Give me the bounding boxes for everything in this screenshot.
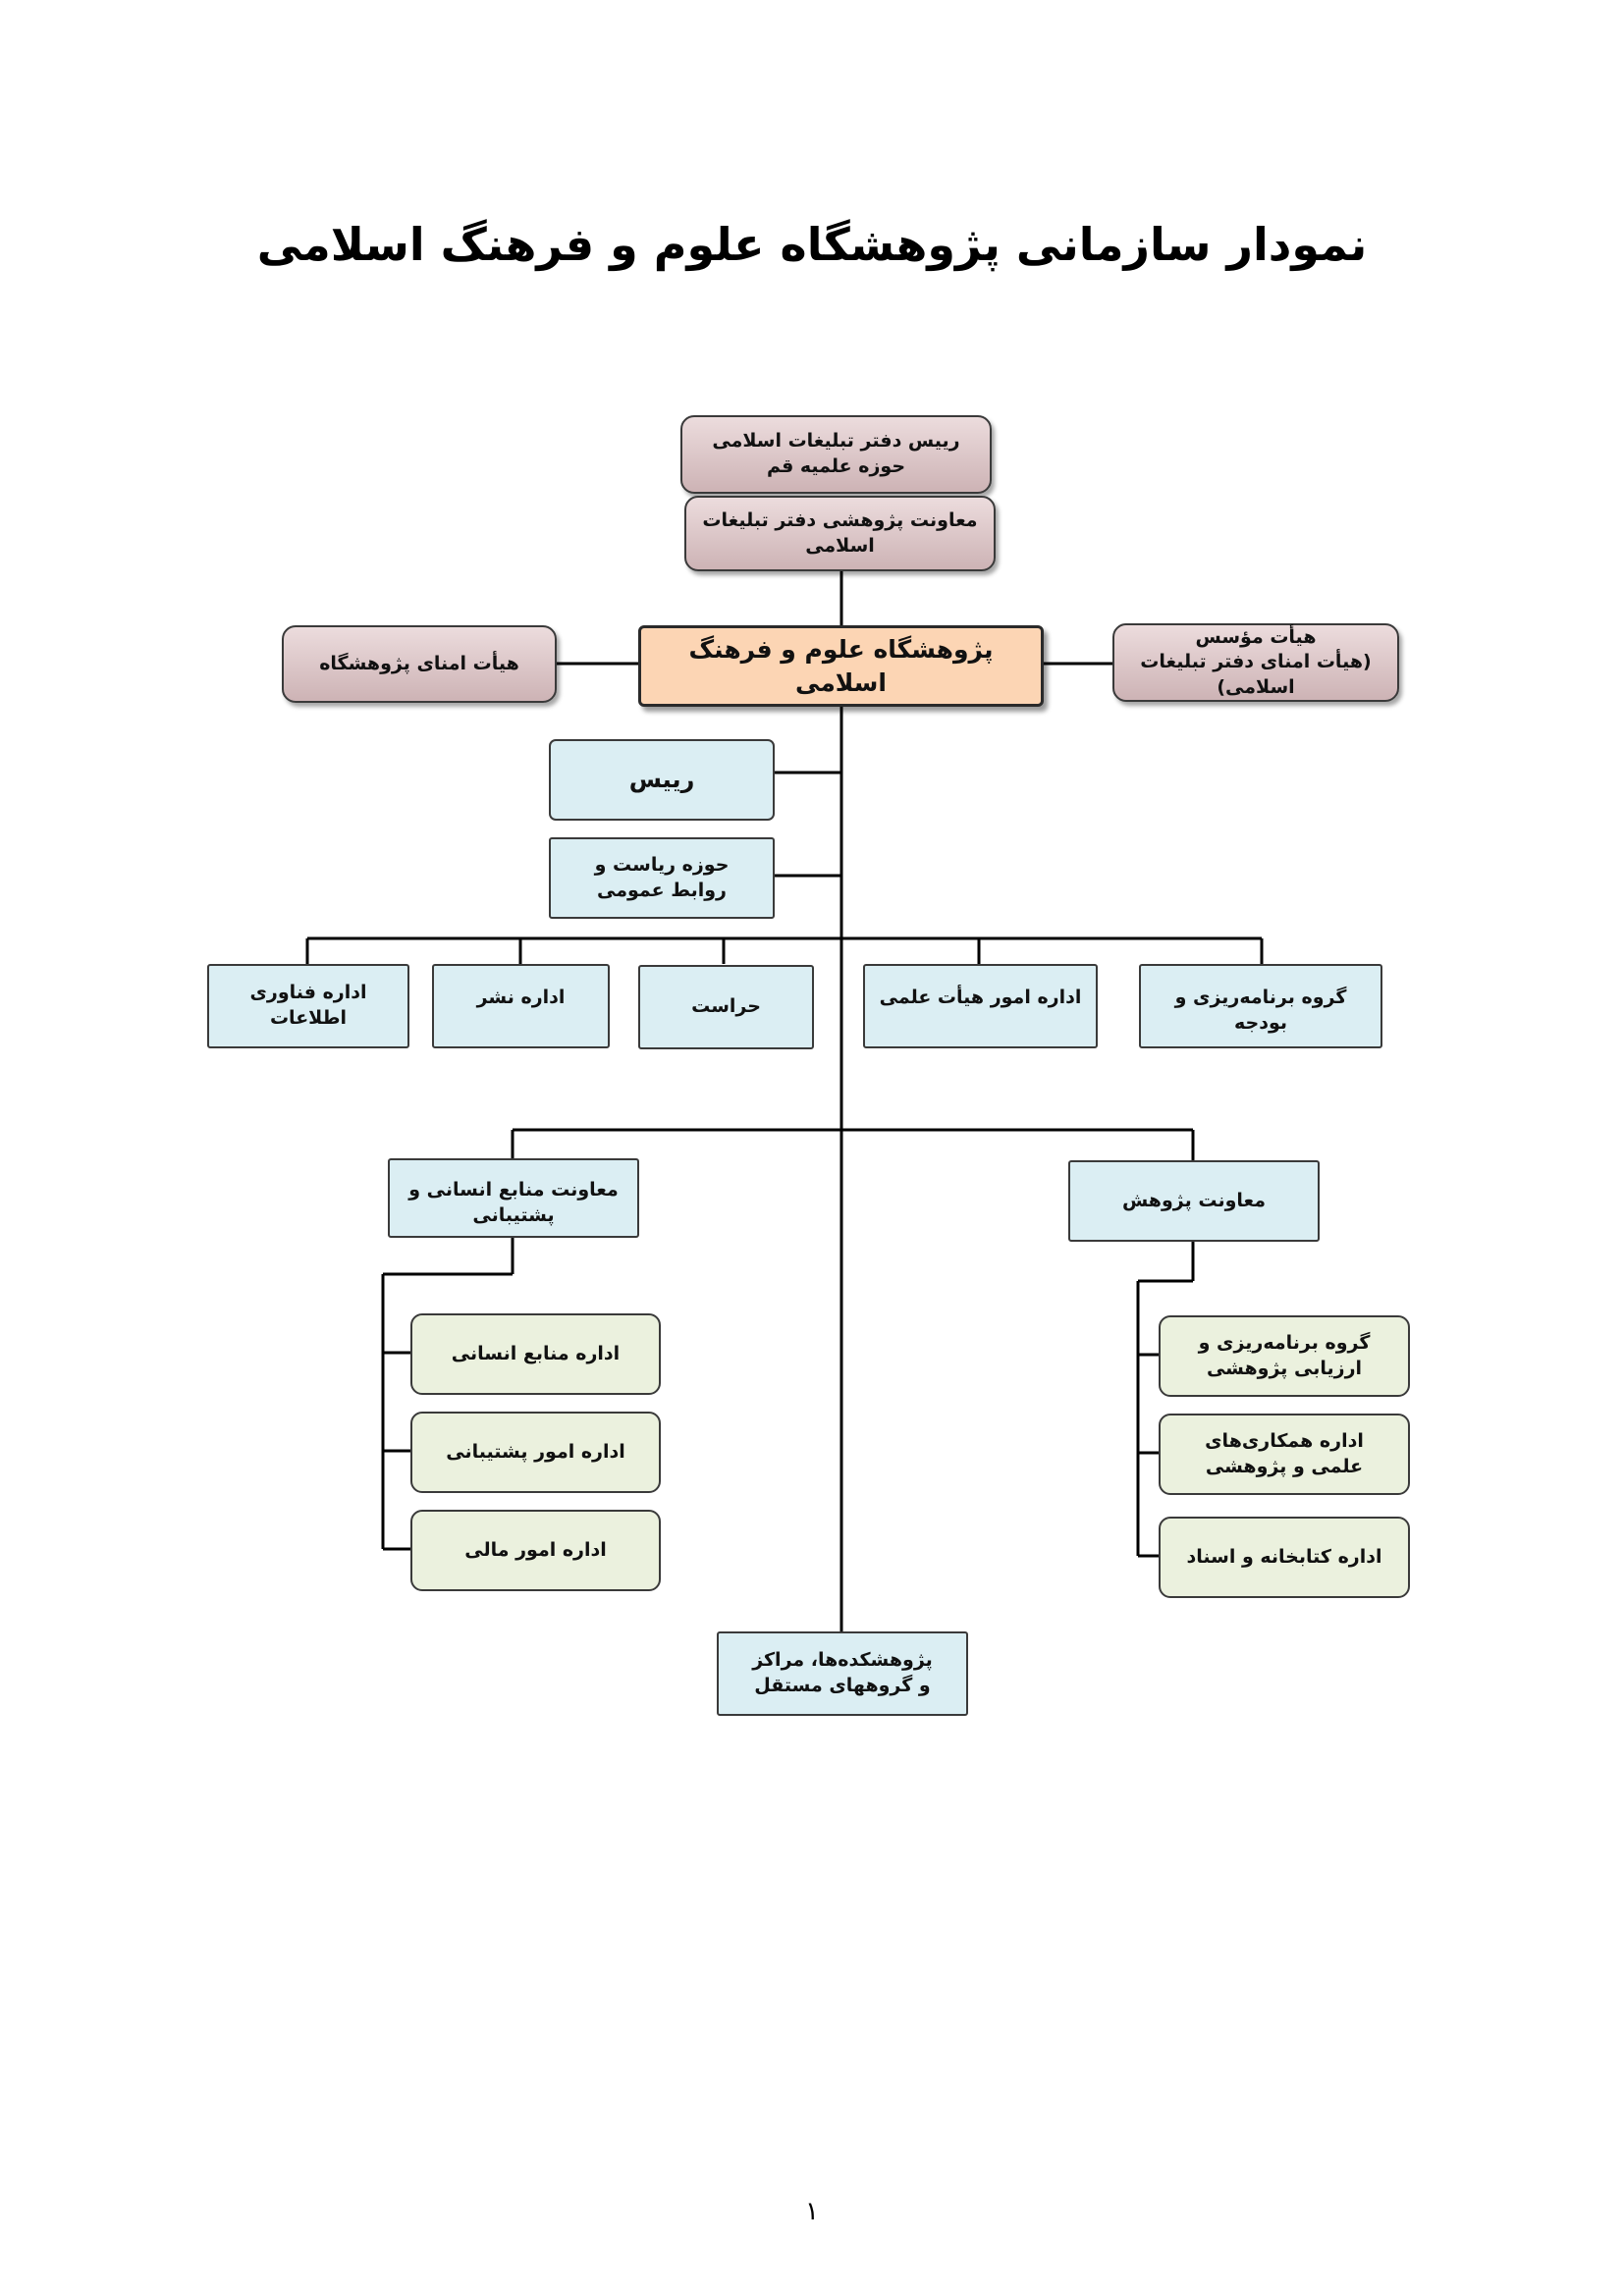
hr-dept-box: اداره منابع انسانی [410,1313,661,1395]
president-label: رییس [628,766,695,794]
president-box: رییس [549,739,775,821]
research-deputy-office-box: معاونت پژوهشی دفتر تبلیغات اسلامی [684,496,996,571]
presidency-office-box: حوزه ریاست و روابط عمومی [549,837,775,919]
it-dept-box: اداره فناوری اطلاعات [207,964,409,1048]
research-planning-label: گروه برنامه‌ریزی و ارزیابی پژوهشی [1198,1331,1371,1379]
security-box: حراست [638,965,814,1049]
faculty-affairs-box: اداره امور هیأت علمی [863,964,1098,1048]
research-planning-box: گروه برنامه‌ریزی و ارزیابی پژوهشی [1159,1315,1410,1397]
institute-box: پژوهشگاه علوم و فرهنگ اسلامی [638,625,1044,707]
hr-support-deputy-label: معاونت منابع انسانی و پشتیبانی [408,1179,619,1226]
founding-board-note: (هیأت امنای دفتر تبلیغات اسلامی) [1140,651,1372,698]
chart-title: نمودار سازمانی پژوهشگاه علوم و فرهنگ اسل… [256,218,1368,271]
research-deputy-box: معاونت پژوهش [1068,1160,1320,1242]
scientific-cooperation-box: اداره همکاری‌های علمی و پژوهشی [1159,1414,1410,1495]
page-number: ۱ [805,2197,819,2226]
planning-budget-label: گروه برنامه‌ریزی و بودجه [1174,987,1347,1034]
faculty-affairs-label: اداره امور هیأت علمی [879,987,1082,1008]
hr-support-deputy-box: معاونت منابع انسانی و پشتیبانی [388,1158,639,1238]
publishing-dept-label: اداره نشر [476,987,566,1008]
finance-dept-box: اداره امور مالی [410,1510,661,1591]
research-centers-box: پژوهشکده‌ها، مراکز و گروههای مستقل [717,1631,968,1716]
presidency-office-label: حوزه ریاست و روابط عمومی [594,853,730,901]
research-deputy-label: معاونت پژوهش [1121,1189,1267,1211]
support-dept-label: اداره امور پشتیبانی [446,1440,625,1463]
publishing-dept-box: اداره نشر [432,964,610,1048]
board-of-trustees-label: هیأت امنای پژوهشگاه [319,652,519,674]
head-office-box: رییس دفتر تبلیغات اسلامی حوزه علمیه قم [680,415,992,494]
finance-dept-label: اداره امور مالی [464,1538,607,1561]
research-centers-label: پژوهشکده‌ها، مراکز و گروههای مستقل [752,1649,933,1696]
support-dept-box: اداره امور پشتیبانی [410,1412,661,1493]
board-of-trustees-box: هیأت امنای پژوهشگاه [282,625,557,703]
research-deputy-office-label: معاونت پژوهشی دفتر تبلیغات اسلامی [702,508,978,557]
security-label: حراست [691,995,761,1018]
scientific-cooperation-label: اداره همکاری‌های علمی و پژوهشی [1205,1429,1364,1477]
hr-dept-label: اداره منابع انسانی [451,1342,621,1364]
planning-budget-box: گروه برنامه‌ریزی و بودجه [1139,964,1382,1048]
institute-label: پژوهشگاه علوم و فرهنگ اسلامی [688,634,994,697]
founding-board-label: هیأت مؤسس [1195,625,1317,648]
library-archive-box: اداره کتابخانه و اسناد [1159,1517,1410,1598]
founding-board-box: هیأت مؤسس (هیأت امنای دفتر تبلیغات اسلام… [1112,623,1399,702]
it-dept-label: اداره فناوری اطلاعات [249,982,367,1029]
head-office-label: رییس دفتر تبلیغات اسلامی حوزه علمیه قم [712,430,960,477]
library-archive-label: اداره کتابخانه و اسناد [1186,1545,1382,1568]
